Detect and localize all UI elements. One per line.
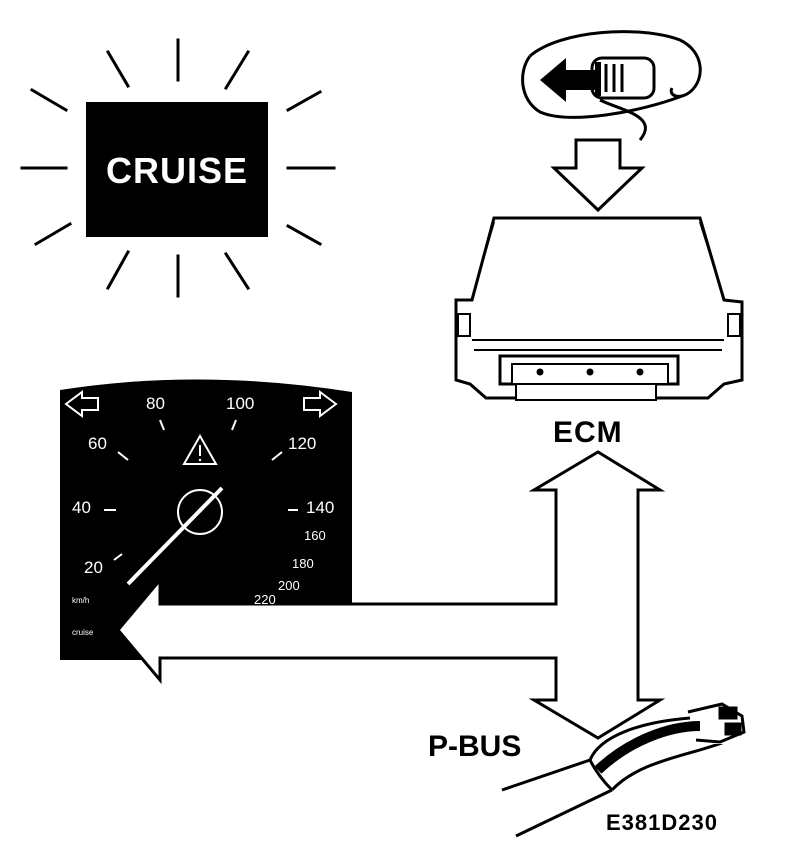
speed-tick-100: 100: [226, 394, 255, 413]
speed-tick-60: 60: [88, 434, 107, 453]
p-bus-cable-icon: [501, 702, 746, 838]
cruise-lamp-label: CRUISE: [105, 150, 249, 191]
speed-tick-220: 220: [254, 592, 276, 607]
cruise-lamp-icon: [20, 38, 336, 298]
speed-tick-80: 80: [146, 394, 165, 413]
switch-to-ecm-arrow: [550, 138, 646, 213]
p-bus-label: P-BUS: [428, 730, 522, 763]
cruise-indicator: cruise: [72, 628, 94, 637]
speedometer-needle: [126, 486, 224, 586]
speed-tick-140: 140: [306, 498, 335, 517]
needle-hub: [177, 489, 223, 535]
speed-tick-180: 180: [292, 556, 314, 571]
speed-tick-200: 200: [278, 578, 300, 593]
speed-tick-20: 20: [84, 558, 103, 577]
ecm-unit-icon: [454, 216, 744, 401]
ecm-label: ECM: [553, 416, 623, 449]
right-turn-indicator-icon: [303, 390, 338, 418]
speed-tick-40: 40: [72, 498, 91, 517]
speed-unit: km/h: [72, 596, 90, 605]
figure-code: E381D230: [606, 810, 718, 835]
warning-triangle-icon: [182, 433, 218, 465]
speed-tick-160: 160: [304, 528, 326, 543]
cruise-switch-icon: [521, 30, 702, 141]
left-turn-indicator-icon: [64, 390, 99, 418]
speed-tick-120: 120: [288, 434, 317, 453]
speedometer-icon: [60, 379, 352, 660]
bus-to-cluster-arrow: [116, 450, 666, 740]
